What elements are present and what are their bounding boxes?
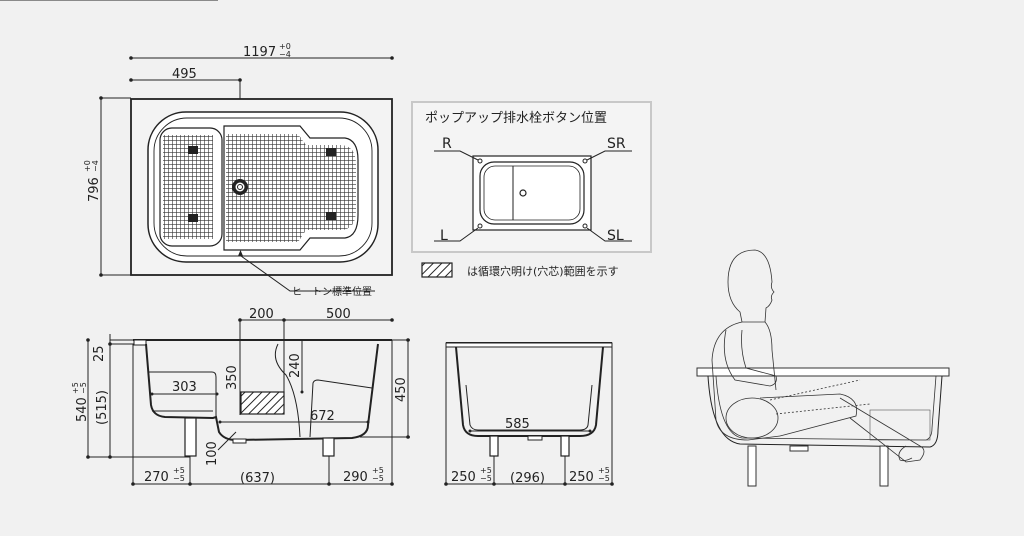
legend-text: は循環穴明け(穴芯)範囲を示す: [467, 264, 619, 278]
end-leg-left: [489, 435, 499, 457]
dim-200: 200: [249, 307, 274, 322]
tol-minus: −5: [598, 474, 610, 483]
depth-dim: 796: [87, 177, 102, 202]
dim-240: 240: [288, 353, 303, 378]
end-section-view: 585 250 +5 −5 (296) 250 +5 −5: [444, 342, 614, 486]
drain-offset-dim: 495: [172, 67, 197, 82]
label-sr: SR: [607, 136, 626, 152]
dim-290: 290: [343, 470, 368, 485]
dim-540-tol-minus: −5: [79, 382, 88, 394]
dim-296: (296): [510, 471, 545, 486]
tol-plus: +5: [173, 466, 185, 475]
leg-left: [184, 417, 197, 457]
label-sl: SL: [607, 228, 624, 244]
dim-100: 100: [205, 441, 220, 466]
label-l: L: [440, 228, 448, 244]
dim-350: 350: [225, 365, 240, 390]
side-section-view: 200 500 540 +5 −5 (515) 25 303 350 2: [0, 0, 410, 486]
hook-label: ヒートン標準位置: [292, 285, 372, 298]
tol-minus: −5: [173, 474, 185, 483]
dim-672: 672: [310, 409, 335, 424]
depth-tol-minus: −4: [91, 160, 100, 172]
dim-637: (637): [240, 471, 275, 486]
dim-585: 585: [505, 417, 530, 432]
dim-515: (515): [95, 390, 110, 425]
tol-plus: +5: [372, 466, 384, 475]
end-leg-right: [560, 435, 570, 457]
tol-plus: +5: [598, 466, 610, 475]
hatch-legend: は循環穴明け(穴芯)範囲を示す: [421, 262, 619, 278]
tol-minus: −5: [372, 474, 384, 483]
dim-270: 270: [144, 470, 169, 485]
popup-button-position-box: ポップアップ排水栓ボタン位置 R SR L SL: [411, 101, 652, 253]
dim-303: 303: [172, 380, 197, 395]
width-tol-minus: −4: [279, 50, 291, 59]
popup-box-title: ポップアップ排水栓ボタン位置: [425, 111, 607, 126]
dim-25: 25: [92, 345, 107, 362]
depth-tol-plus: +0: [83, 160, 92, 172]
label-r: R: [442, 136, 452, 152]
dim-540: 540: [75, 397, 90, 422]
hatch-swatch: [421, 262, 453, 278]
dim-540-tol-plus: +5: [71, 382, 80, 394]
width-dim: 1197: [243, 45, 276, 60]
dim-250-right: 250: [569, 470, 594, 485]
person-in-tub-illustration: [696, 249, 950, 487]
tol-minus: −5: [480, 474, 492, 483]
dim-500: 500: [326, 307, 351, 322]
dim-450: 450: [394, 377, 409, 402]
width-tol-plus: +0: [279, 42, 291, 51]
leg-right: [322, 437, 335, 457]
dim-250-left: 250: [451, 470, 476, 485]
tol-plus: +5: [480, 466, 492, 475]
circulation-hole-range: [240, 391, 285, 415]
plan-view: 1197 +0 −4 495 796 +0 −4 ヒートン標準位置: [83, 42, 394, 298]
